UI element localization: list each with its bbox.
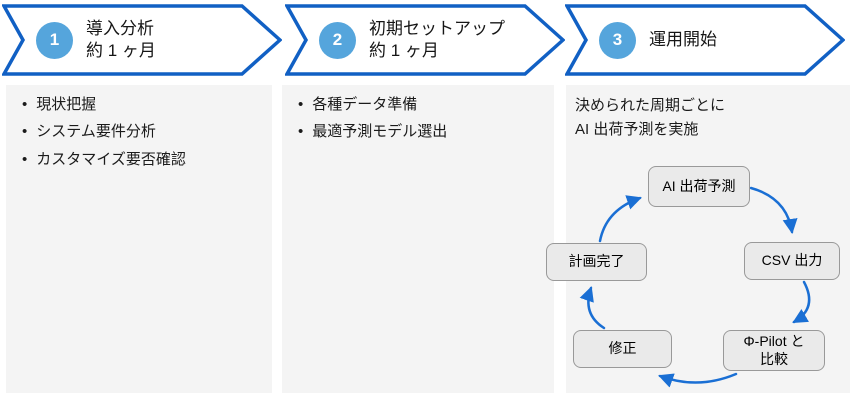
step-title: 運用開始 [649,29,717,49]
step-banner-2: 2 初期セットアップ 約 1 ヶ月 [285,4,565,76]
bullet-icon: • [298,96,304,113]
step-title: 初期セットアップ [369,18,505,38]
chevron-banner-shape [2,4,282,76]
cycle-node-label: Φ-Pilot と [743,333,805,349]
bullet-text: 各種データ準備 [312,96,418,113]
chevron-banner-shape [565,4,845,76]
bullet-icon: • [22,96,28,113]
bullet-text: 最適予測モデル選出 [312,123,448,141]
description-line: 決められた周期ごとに [575,97,726,114]
description-line: AI 出荷予測を実施 [575,121,699,138]
cycle-node-fix: 修正 [573,330,672,368]
step-panel-1: • 現状把握 • システム要件分析 • カスタマイズ要否確認 [6,85,272,393]
arrow-plan-to-ai [598,195,642,243]
cycle-node-label: AI 出荷予測 [662,177,736,194]
step-banner-3: 3 運用開始 [565,4,845,76]
step-duration: 約 1 ヶ月 [369,41,439,60]
step-duration: 約 1 ヶ月 [86,41,156,60]
step-number-badge: 3 [599,21,636,59]
bullet-icon: • [22,123,28,141]
step-number-badge: 2 [319,21,356,59]
step-panel-2: • 各種データ準備 • 最適予測モデル選出 [282,85,554,393]
cycle-node-csv-output: CSV 出力 [744,242,840,280]
bullet-list: • 各種データ準備 • 最適予測モデル選出 [282,85,554,143]
cycle-node-label: 修正 [608,340,637,357]
step-title-block: 初期セットアップ 約 1 ヶ月 [369,18,505,62]
list-item: • システム要件分析 [22,122,266,142]
bullet-icon: • [298,123,304,141]
chevron-banner-shape [285,4,565,76]
arrow-csv-to-phi [792,280,811,324]
bullet-text: 現状把握 [36,96,97,113]
list-item: • カスタマイズ要否確認 [22,150,266,170]
arrow-phi-to-fix [658,372,738,388]
cycle-arrows [579,186,811,388]
step-title-block: 導入分析 約 1 ヶ月 [86,18,156,62]
cycle-node-label: CSV 出力 [761,252,823,269]
step-number-badge: 1 [36,21,73,59]
cycle-node-label: 比較 [760,350,788,367]
operation-cycle-diagram: AI 出荷予測 CSV 出力 Φ-Pilot と 比較 修正 計画完了 [540,156,850,400]
bullet-icon: • [22,150,28,168]
cycle-node-phi-pilot-compare: Φ-Pilot と 比較 [723,330,825,371]
cycle-node-label: 計画完了 [568,253,625,270]
cycle-node-ai-forecast: AI 出荷予測 [648,166,750,207]
bullet-text: カスタマイズ要否確認 [36,150,186,168]
step-title-block: 運用開始 [649,29,717,51]
bullet-text: システム要件分析 [36,123,156,141]
step-description: 決められた周期ごとに AI 出荷予測を実施 [566,85,850,142]
cycle-node-plan-complete: 計画完了 [546,243,647,281]
list-item: • 現状把握 [22,95,266,115]
arrow-ai-to-csv [749,186,798,234]
arrow-fix-to-plan [579,286,606,330]
bullet-list: • 現状把握 • システム要件分析 • カスタマイズ要否確認 [6,85,272,170]
list-item: • 最適予測モデル選出 [298,122,548,142]
step-banner-1: 1 導入分析 約 1 ヶ月 [2,4,282,76]
list-item: • 各種データ準備 [298,95,548,115]
step-title: 導入分析 [86,18,154,38]
